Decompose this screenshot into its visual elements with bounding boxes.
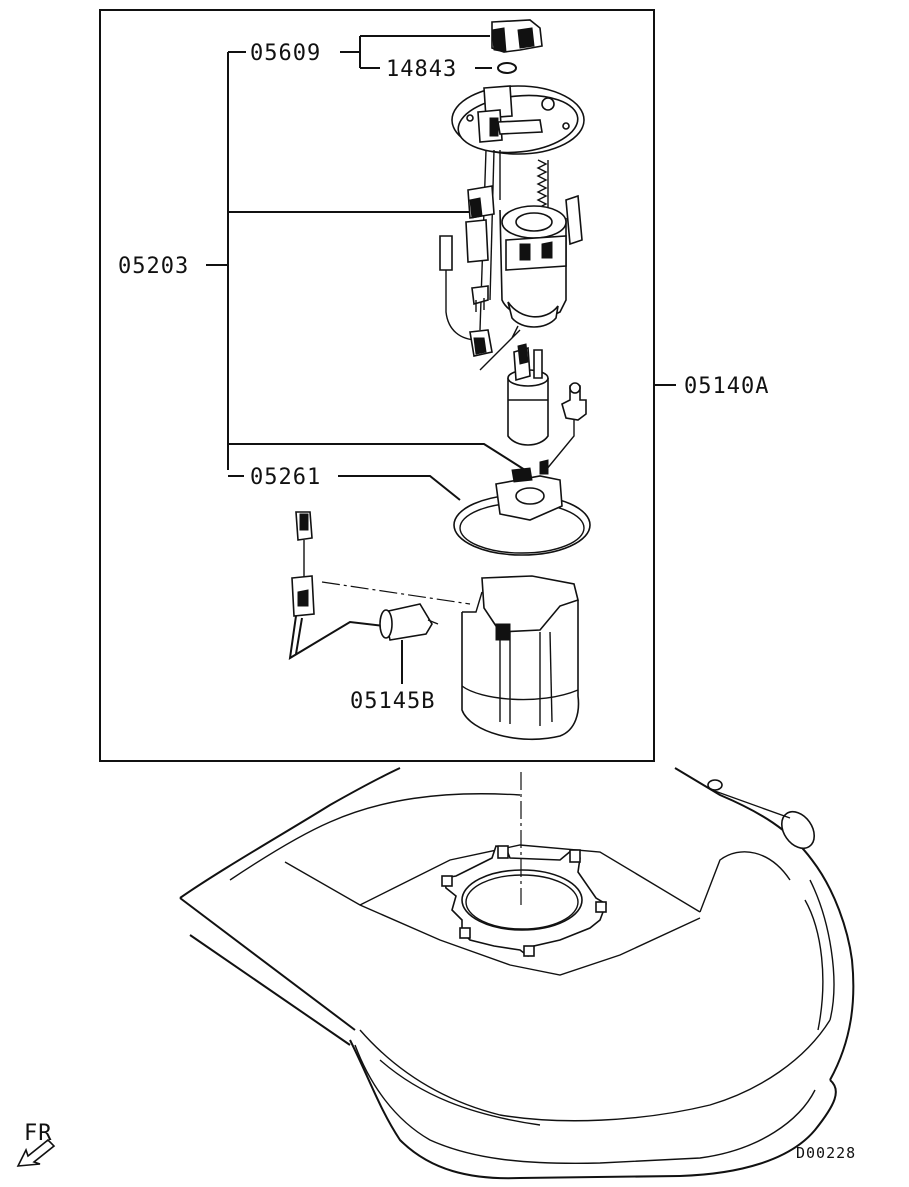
label-05609: 05609 <box>250 41 321 66</box>
label-05203: 05203 <box>118 254 189 279</box>
label-14843: 14843 <box>386 57 457 82</box>
fuel-gauge-sender <box>288 511 471 660</box>
filter-holder <box>453 459 591 556</box>
label-05145B: 05145B <box>350 689 435 714</box>
front-arrow-icon <box>16 1138 56 1167</box>
leader-lines <box>206 35 676 684</box>
label-05261: 05261 <box>250 465 321 490</box>
o-ring-part <box>497 62 517 74</box>
diagram-id: D00228 <box>796 1144 856 1162</box>
fuel-pump-motor <box>507 343 549 446</box>
connector-part <box>491 19 543 53</box>
label-05140A: 05140A <box>684 374 769 399</box>
fuel-tank <box>179 767 855 1180</box>
reservoir-can <box>461 575 580 740</box>
pump-flange <box>451 85 585 155</box>
front-direction-indicator: FR <box>16 1121 56 1167</box>
pressure-regulator <box>545 382 587 471</box>
pump-assembly <box>439 149 583 371</box>
